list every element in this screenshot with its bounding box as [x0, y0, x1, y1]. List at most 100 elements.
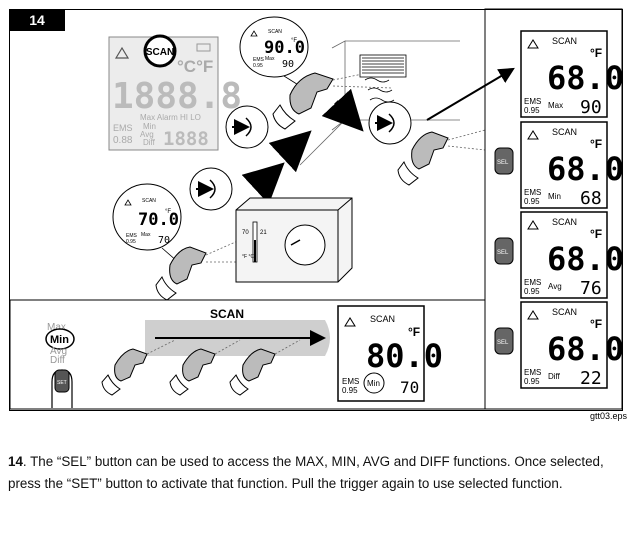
big-display-mode-min: Min — [143, 122, 156, 131]
hand-gun-right — [397, 129, 486, 186]
right-panel-3-scan: SCAN — [552, 217, 577, 227]
thermostat-t2: 21 — [260, 230, 267, 236]
right-panel-1-unit: °F — [590, 46, 602, 60]
warning-icon — [250, 30, 258, 37]
sel-button-label: SEL — [497, 340, 509, 346]
gun-top-mode: Max — [265, 56, 275, 62]
bottom-display-ems: EMS — [342, 377, 359, 386]
big-display-ems-label: EMS — [113, 123, 133, 133]
bottom-display-sub: 70 — [400, 378, 419, 397]
mode-stack-diff: Diff — [50, 355, 65, 366]
gun-left-ems-value: 0.95 — [126, 239, 136, 245]
hand-gun-left — [155, 239, 241, 301]
right-panel-3-value: 68.0 — [547, 240, 624, 278]
right-panel-4-value: 68.0 — [547, 330, 624, 368]
thermostat-unit: °F °C — [242, 254, 254, 260]
warning-icon — [114, 46, 130, 59]
right-panel-2-value: 68.0 — [547, 150, 624, 188]
gun-left-unit: °F — [165, 209, 171, 215]
figure-file-ref: gtt03.eps — [589, 411, 627, 421]
mode-stack-min: Min — [50, 334, 69, 346]
warning-icon — [124, 199, 132, 206]
right-panel-1-ems: EMS — [524, 97, 541, 106]
right-panel-3-ems-value: 0.95 — [524, 287, 540, 296]
thermostat-dial — [284, 224, 326, 266]
big-display-mode-diff: Diff — [143, 138, 156, 147]
big-display-digits: 1888.8 — [112, 76, 242, 117]
right-panel-3-mode: Avg — [548, 282, 562, 291]
right-panel-2-mode: Min — [548, 192, 561, 201]
warning-icon — [527, 39, 539, 49]
right-panel-4-unit: °F — [590, 317, 602, 331]
battery-icon — [196, 43, 211, 52]
warning-icon — [527, 310, 539, 320]
set-button — [54, 369, 70, 393]
scan-gun-2 — [169, 339, 241, 396]
right-panel-2-unit: °F — [590, 137, 602, 151]
right-panel-2-sub: 68 — [580, 188, 602, 209]
right-panel-4-ems-value: 0.95 — [524, 377, 540, 386]
caption: 14. The “SEL” button can be used to acce… — [8, 451, 628, 495]
gun-top-sub: 90 — [282, 59, 294, 70]
right-panel-1-value: 68.0 — [547, 59, 624, 97]
right-panel-3-ems: EMS — [524, 278, 541, 287]
gun-top-ems-value: 0.95 — [253, 63, 263, 69]
right-panel-2-ems: EMS — [524, 188, 541, 197]
bottom-display-mode: Min — [367, 379, 380, 388]
big-display-sub-digits: 1888 — [163, 128, 209, 150]
warning-icon — [527, 220, 539, 230]
right-panel-1-mode: Max — [548, 101, 563, 110]
sel-button — [494, 147, 514, 175]
hand-gun-top — [272, 67, 393, 130]
scan-gun-3 — [229, 339, 301, 396]
right-panel-1-scan: SCAN — [552, 36, 577, 46]
gun-display-top: SCAN 90.0 °F EMS 0.95 Max 90 — [239, 16, 309, 87]
bottom-scan-label: SCAN — [210, 307, 244, 321]
mode-stack-avg: Avg — [50, 346, 67, 357]
bottom-panel: SCAN Max Min Avg Diff SET SCAN ° — [9, 299, 486, 410]
bottom-display-unit: °F — [408, 325, 420, 339]
right-panel-4-ems: EMS — [524, 368, 541, 377]
right-panel-3-unit: °F — [590, 227, 602, 241]
thermostat: 70 21 °F °C — [235, 197, 353, 283]
right-panel-4-sub: 22 — [580, 368, 602, 389]
trigger-callout-2 — [189, 167, 233, 211]
big-display-unit: °C°F — [177, 57, 213, 76]
gun-left-scan: SCAN — [142, 198, 156, 204]
gun-left-mode: Max — [141, 232, 151, 238]
gun-top-unit: °F — [291, 38, 297, 44]
trigger-callout-3 — [368, 101, 412, 145]
sel-button-label: SEL — [497, 250, 509, 256]
right-panel-4-mode: Diff — [548, 372, 561, 381]
vent-grille — [359, 54, 407, 78]
bottom-display-ems-value: 0.95 — [342, 386, 358, 395]
gun-display-left: SCAN 70.0 °F EMS 0.95 Max 70 — [112, 183, 182, 263]
right-panel-2-scan: SCAN — [552, 127, 577, 137]
big-display: SCAN °C°F 1888.8 Max Alarm HI LO EMS 0.8… — [108, 34, 242, 151]
gun-top-scan: SCAN — [268, 29, 282, 35]
right-panel-4-scan: SCAN — [552, 307, 577, 317]
big-display-mode-avg: Avg — [140, 130, 154, 139]
right-panel-1-ems-value: 0.95 — [524, 106, 540, 115]
sel-button — [494, 237, 514, 265]
scan-gun-1 — [101, 339, 176, 396]
thermostat-t1: 70 — [242, 230, 249, 236]
figure-number: 14 — [9, 9, 65, 31]
right-panel-2-ems-value: 0.95 — [524, 197, 540, 206]
bottom-display: SCAN °F 80.0 EMS 0.95 Min 70 — [337, 305, 443, 402]
gun-left-value: 70.0 — [138, 210, 179, 230]
big-display-ems-value: 0.88 — [113, 135, 133, 146]
sel-button-label: SEL — [497, 160, 509, 166]
caption-text: . The “SEL” button can be used to access… — [8, 454, 604, 491]
right-panel-1-sub: 90 — [580, 97, 602, 118]
bottom-display-scan: SCAN — [370, 314, 395, 324]
right-column — [484, 8, 623, 410]
trigger-callout-1 — [225, 105, 269, 149]
caption-number: 14 — [8, 454, 23, 469]
